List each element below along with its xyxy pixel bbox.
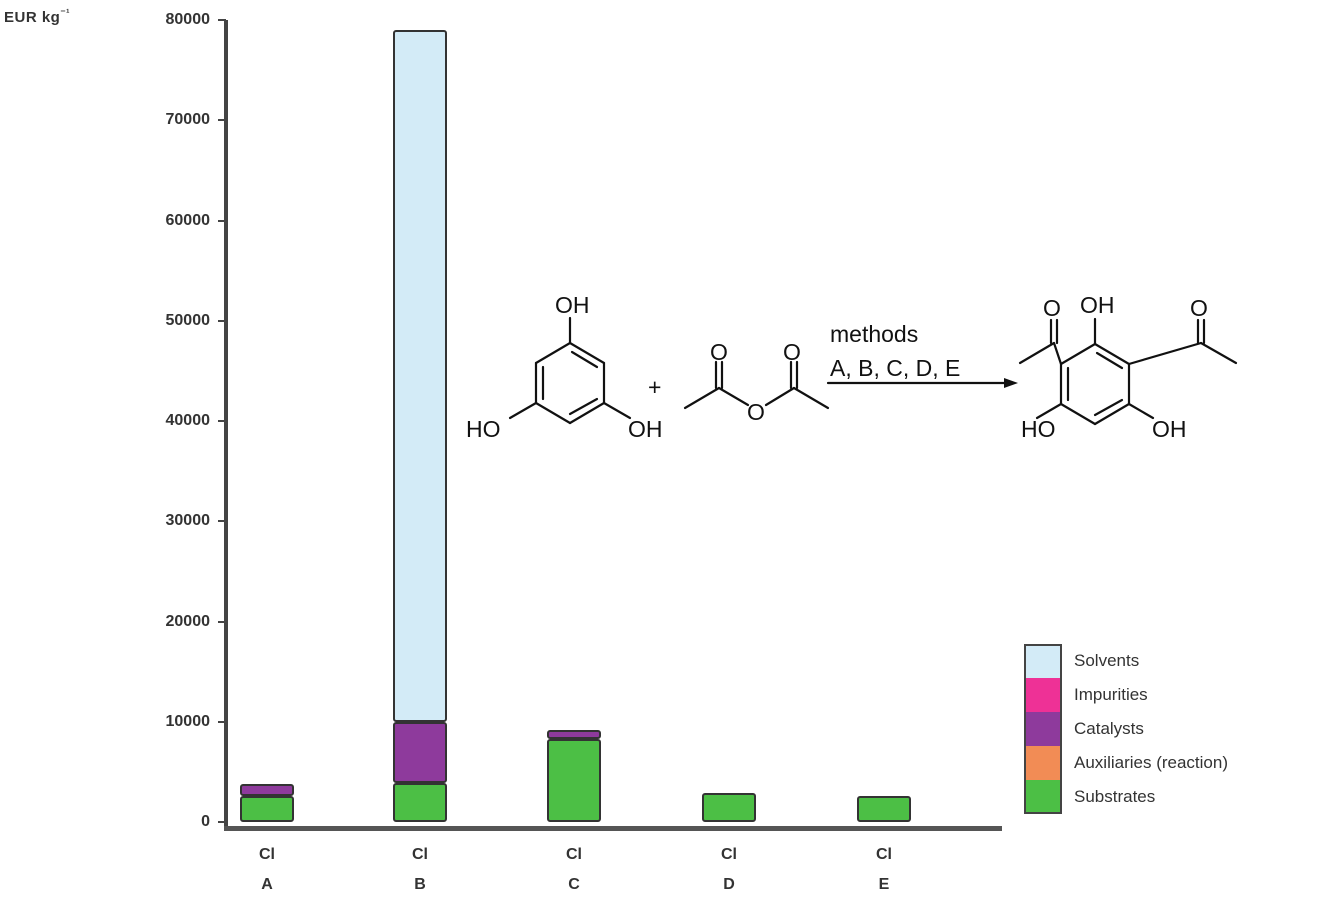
y-tick-mark	[218, 520, 226, 523]
reactant-ho-left: HO	[466, 416, 501, 442]
x-category-sublabel: Cl	[412, 846, 428, 863]
legend-label-impurities: Impurities	[1074, 685, 1148, 704]
legend-swatch-substrates	[1024, 780, 1062, 814]
bar-segment-substrates	[547, 738, 601, 822]
bar-segment-catalysts	[240, 783, 294, 796]
x-category-label: E	[878, 876, 890, 893]
x-category-label: A	[261, 876, 273, 893]
x-axis-line	[224, 826, 1002, 831]
legend-swatch-impurities	[1024, 678, 1062, 712]
bar-segment-substrates	[702, 792, 756, 822]
bar-segment-solvents	[393, 30, 447, 722]
y-tick-label: 30000	[165, 512, 211, 530]
y-tick-mark	[218, 720, 226, 723]
y-tick-label: 60000	[165, 211, 211, 229]
bar-segment-catalysts	[547, 729, 601, 739]
legend-label-catalysts: Catalysts	[1074, 719, 1144, 738]
x-category-label: B	[414, 876, 426, 893]
y-axis-line	[224, 20, 228, 830]
bar-c	[547, 0, 601, 904]
bar-segment-catalysts	[393, 721, 447, 783]
plus-sign: +	[648, 374, 661, 400]
y-tick-mark	[218, 821, 226, 823]
bar-b	[393, 0, 447, 904]
legend-swatch-catalysts	[1024, 712, 1062, 746]
x-category-label: C	[568, 876, 580, 893]
y-tick-label: 20000	[165, 612, 211, 630]
y-tick-mark	[218, 420, 226, 422]
product-oh-top: OH	[1080, 292, 1115, 318]
bar-a	[240, 0, 294, 904]
reactant-oh-right: OH	[628, 416, 663, 442]
bar-segment-substrates	[240, 795, 294, 822]
y-tick-mark	[218, 319, 226, 322]
bar-segment-substrates	[393, 782, 447, 822]
product-structure	[1018, 317, 1238, 426]
y-tick-label: 40000	[165, 412, 211, 429]
y-tick-label: 10000	[165, 712, 211, 730]
x-category-sublabel: Cl	[721, 846, 737, 863]
y-tick-mark	[218, 119, 226, 122]
x-category-sublabel: Cl	[259, 846, 275, 863]
bar-e	[857, 0, 911, 904]
legend-label-auxiliaries: Auxiliaries (reaction)	[1074, 753, 1228, 772]
legend-label-substrates: Substrates	[1074, 787, 1156, 806]
y-tick-mark	[218, 219, 226, 222]
y-tick-mark	[218, 620, 226, 623]
legend-swatch-solvents	[1024, 644, 1062, 678]
product-carbonyl-o-right: O	[1190, 295, 1208, 321]
product-oh-right: OH	[1152, 416, 1187, 442]
y-axis-title-exponent: ⁻¹	[60, 8, 70, 19]
y-tick-label: 80000	[165, 11, 211, 28]
y-axis-title: EUR kg⁻¹	[4, 8, 70, 26]
y-tick-label: 0	[201, 813, 210, 830]
product-carbonyl-o-left: O	[1043, 295, 1061, 321]
x-category-label: D	[723, 876, 735, 893]
bar-segment-substrates	[857, 795, 911, 822]
y-tick-label: 50000	[165, 311, 211, 329]
product-ho-left: HO	[1021, 416, 1056, 442]
arrow-head-icon	[1004, 378, 1018, 388]
x-category-sublabel: Cl	[876, 846, 892, 863]
y-tick-label: 70000	[165, 111, 211, 129]
legend-swatch-auxiliaries	[1024, 746, 1062, 780]
bar-d	[702, 0, 756, 904]
y-axis-title-text: EUR kg	[4, 9, 61, 26]
x-category-sublabel: Cl	[566, 846, 582, 863]
legend-label-solvents: Solvents	[1074, 651, 1140, 670]
anhydride-carbonyl-o-right: O	[783, 339, 801, 365]
y-tick-mark	[218, 19, 226, 21]
